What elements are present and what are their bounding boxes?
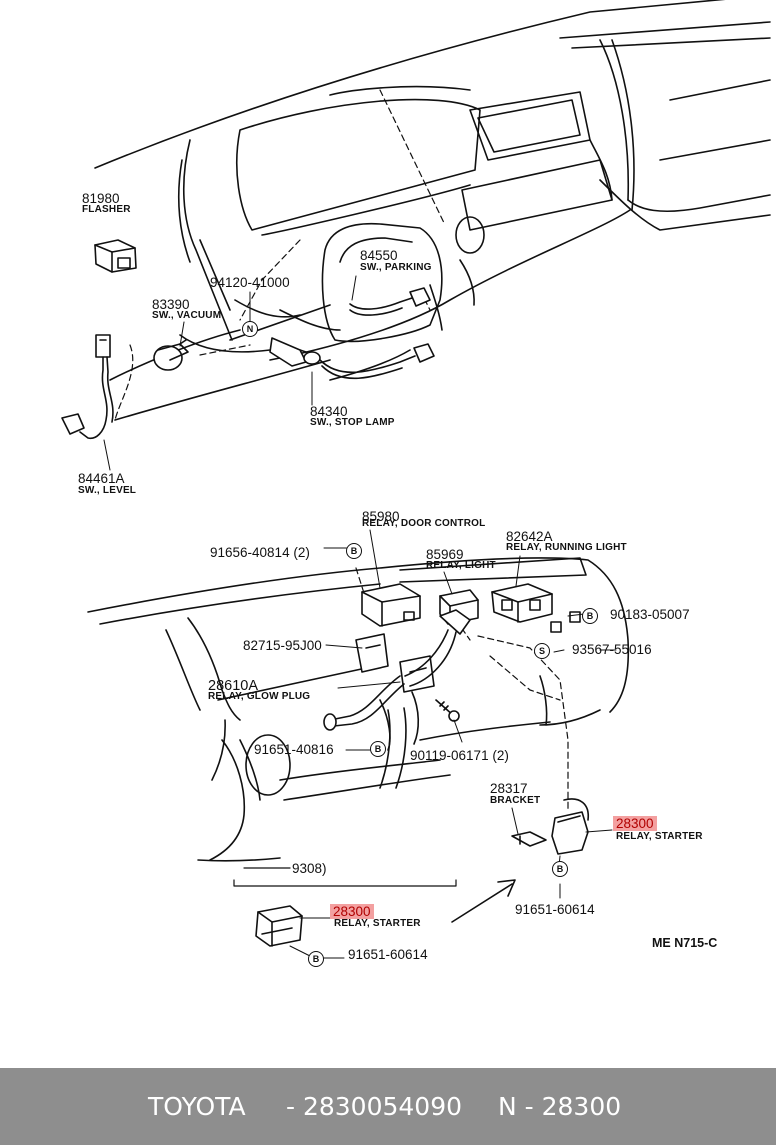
footer-bar: TOYOTA - 2830054090 N - 28300 bbox=[0, 1068, 776, 1145]
part-84550-code: 84550 bbox=[360, 248, 398, 263]
part-28300-replacement-desc: RELAY, STARTER bbox=[334, 918, 421, 929]
group-bracket-9308 bbox=[233, 867, 457, 887]
marker-n-icon: N bbox=[242, 321, 258, 337]
part-82642a-code: 82642A bbox=[506, 529, 553, 544]
flasher-81980-drawing bbox=[94, 239, 137, 273]
parking-switch-84550-drawing bbox=[349, 287, 431, 316]
screw-90119-drawing bbox=[435, 699, 460, 722]
part-85980-code: 85980 bbox=[362, 509, 400, 524]
part-84461a-desc: SW., LEVEL bbox=[78, 485, 137, 496]
part-81980-desc: FLASHER bbox=[82, 204, 131, 215]
part-28317-code: 28317 bbox=[490, 781, 528, 796]
part-28610a-code: 28610A bbox=[208, 678, 258, 694]
marker-s-icon: S bbox=[534, 643, 550, 659]
group-9308-label: 9308) bbox=[292, 861, 327, 876]
diagram-reference: ME N715-C bbox=[652, 936, 718, 950]
part-83390-desc: SW., VACUUM bbox=[152, 310, 222, 321]
part-28317-desc: BRACKET bbox=[490, 795, 541, 806]
part-90119-code: 90119-06171 (2) bbox=[410, 748, 509, 763]
part-84340-desc: SW., STOP LAMP bbox=[310, 417, 395, 428]
part-84550-desc: SW., PARKING bbox=[360, 262, 432, 273]
label-leaders-upper bbox=[103, 275, 357, 471]
marker-b-icon: B bbox=[346, 543, 362, 559]
part-85969-code: 85969 bbox=[426, 547, 464, 562]
part-94120-code: 94120-41000 bbox=[210, 275, 290, 290]
part-85969-desc: RELAY, LIGHT bbox=[426, 560, 496, 571]
label-leaders-lower bbox=[289, 529, 617, 959]
glow-plug-relay-28610a-drawing bbox=[323, 609, 471, 751]
dashboard-lower bbox=[87, 557, 630, 862]
footer-group: N - 28300 bbox=[498, 1092, 622, 1121]
starter-relay-installed-drawing bbox=[511, 798, 589, 855]
level-switch-84461a-drawing bbox=[61, 334, 114, 440]
part-83390-code: 83390 bbox=[152, 297, 190, 312]
part-91656-code: 91656-40814 (2) bbox=[210, 545, 310, 560]
running-light-relay-82642a-drawing bbox=[491, 583, 553, 623]
door-control-relay-85980-drawing bbox=[361, 583, 421, 627]
part-91651-60614-replacement-code: 91651-60614 bbox=[348, 947, 428, 962]
vacuum-switch-83390-drawing bbox=[153, 339, 189, 371]
fasteners-right bbox=[550, 611, 581, 633]
part-81980-code: 81980 bbox=[82, 191, 120, 206]
part-91651-40816-code: 91651-40816 bbox=[254, 742, 334, 757]
install-arrow bbox=[451, 879, 516, 923]
part-91651-60614-installed-code: 91651-60614 bbox=[515, 902, 595, 917]
starter-relay-replacement-drawing bbox=[255, 905, 303, 947]
parts-diagram bbox=[61, 0, 771, 959]
part-28300-replacement-code[interactable]: 28300 bbox=[330, 904, 374, 920]
marker-b-icon: B bbox=[370, 741, 386, 757]
part-84340-code: 84340 bbox=[310, 404, 348, 419]
part-28610a-desc: RELAY, GLOW PLUG bbox=[208, 691, 311, 702]
footer-brand: TOYOTA bbox=[148, 1092, 246, 1121]
part-28300-installed-desc: RELAY, STARTER bbox=[616, 831, 703, 842]
part-93567-code: 93567-55016 bbox=[572, 642, 652, 657]
marker-b-icon: B bbox=[552, 861, 568, 877]
footer-part-number: - 2830054090 bbox=[286, 1092, 463, 1121]
part-85980-desc: RELAY, DOOR CONTROL bbox=[362, 518, 486, 529]
part-82642a-desc: RELAY, RUNNING LIGHT bbox=[506, 542, 627, 553]
marker-b-icon: B bbox=[308, 951, 324, 967]
part-90183-code: 90183-05007 bbox=[610, 607, 690, 622]
stop-lamp-switch-84340-drawing bbox=[269, 337, 435, 380]
marker-b-icon: B bbox=[582, 608, 598, 624]
part-28300-installed-code[interactable]: 28300 bbox=[613, 816, 657, 832]
part-28300-highlight[interactable]: 28300 bbox=[613, 816, 657, 831]
part-82715-code: 82715-95J00 bbox=[243, 638, 322, 653]
part-28300-highlight[interactable]: 28300 bbox=[330, 904, 374, 919]
part-84461a-code: 84461A bbox=[78, 471, 125, 486]
